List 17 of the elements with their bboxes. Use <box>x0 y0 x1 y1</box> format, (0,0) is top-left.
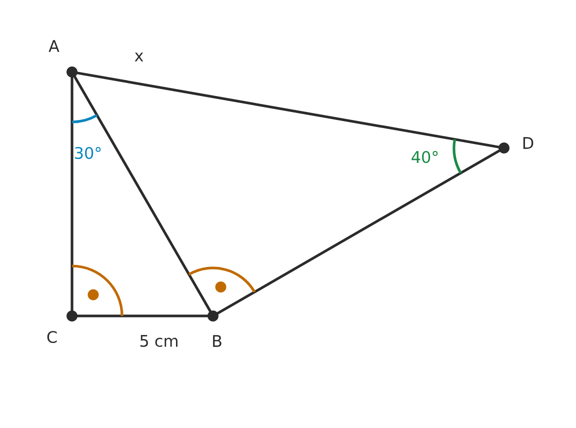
angle-label: 40° <box>412 150 438 164</box>
line-segment <box>76 72 500 148</box>
edge-label: 5 cm <box>140 335 178 347</box>
line-segment <box>74 76 212 312</box>
point-label: A <box>48 40 60 52</box>
point-label: B <box>213 335 222 347</box>
point-label: C <box>47 330 57 344</box>
line-segment <box>70 76 74 312</box>
point <box>498 142 510 154</box>
point <box>208 310 218 322</box>
edge-label: x <box>134 52 144 62</box>
line-segment <box>76 314 209 318</box>
point <box>66 66 78 78</box>
angle-label: 30° <box>75 146 101 160</box>
line-segment <box>216 150 500 314</box>
point-label: D <box>523 137 534 149</box>
point <box>66 310 78 322</box>
